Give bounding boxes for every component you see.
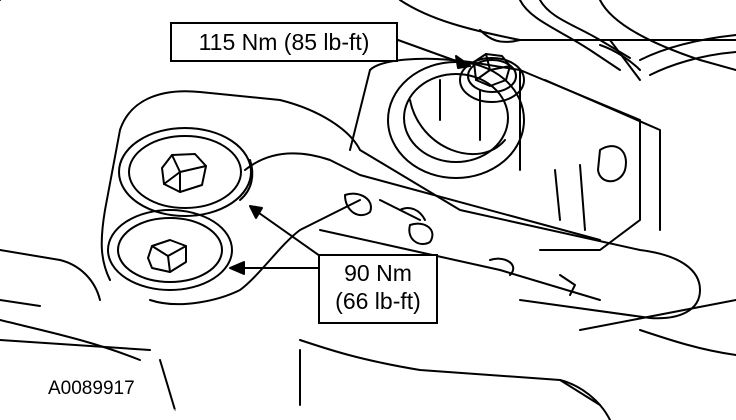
torque-callout-lower-lbft: (66 lb-ft) xyxy=(335,288,421,314)
engine-mount-bracket xyxy=(349,57,661,251)
arrowhead-lower-bolt xyxy=(229,261,245,275)
torque-rod-arm xyxy=(100,90,701,320)
leader-arrows xyxy=(229,39,471,275)
upper-mount-bolt xyxy=(459,53,525,103)
hose-assembly xyxy=(479,0,736,81)
torque-callout-lower: 90 Nm (66 lb-ft) xyxy=(318,254,438,324)
arrowhead-top xyxy=(455,55,471,69)
lower-bushing-bolt xyxy=(107,209,233,291)
arrowhead-upper-bolt xyxy=(249,205,263,219)
upper-bushing-bolt xyxy=(118,127,252,217)
torque-callout-lower-nm: 90 Nm xyxy=(344,260,412,286)
figure-identifier: A0089917 xyxy=(48,378,135,399)
torque-callout-top: 115 Nm (85 lb-ft) xyxy=(170,22,398,62)
